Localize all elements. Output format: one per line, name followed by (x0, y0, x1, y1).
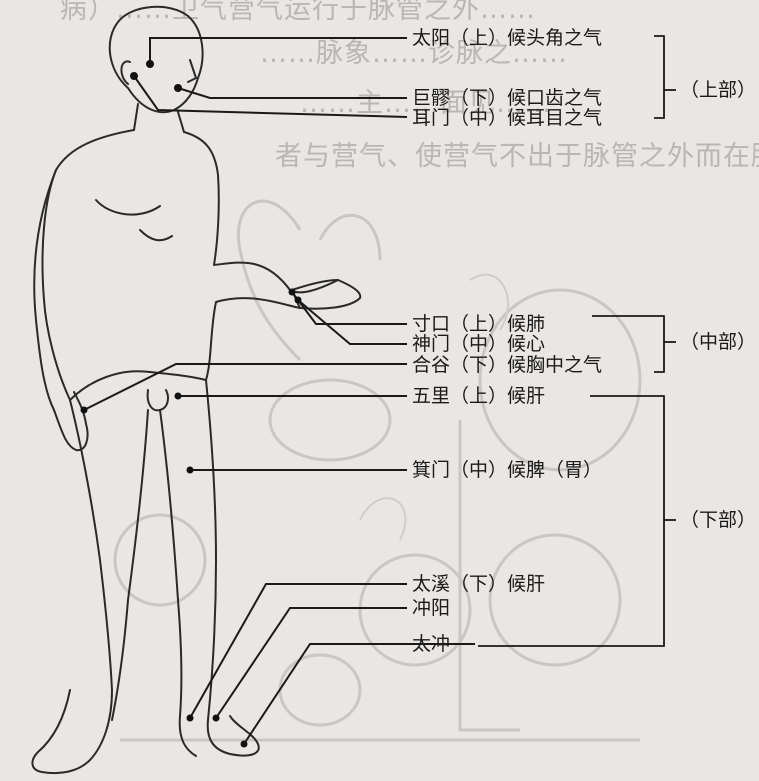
label-taixi: 太溪（下）候肝 (412, 573, 545, 595)
bracket-lower (478, 395, 665, 647)
point-marker-jimen (186, 466, 194, 474)
background-text-line-2: ……脉象……诊脉之…… (260, 38, 568, 69)
point-marker-chongyang (212, 714, 220, 722)
background-text-line-4: 者与营气、使营气不出于脉管之外而在脉管内运行，即 (275, 141, 759, 172)
label-chongyang: 冲阳 (412, 597, 450, 619)
point-marker-ermen (130, 72, 138, 80)
label-taichong: 太冲 (412, 633, 450, 655)
leader-juliao (177, 87, 407, 99)
leader-chongyang (215, 607, 407, 719)
leader-taixi (189, 583, 407, 719)
figure-left-leg (31, 399, 113, 775)
bracket-middle (592, 315, 665, 373)
label-cunkou: 寸口（上）候肺 (412, 313, 545, 335)
figure-face (187, 59, 197, 83)
leader-taichong (243, 643, 475, 745)
point-markers (80, 60, 302, 748)
label-hegu: 合谷（下）候胸中之气 (412, 354, 602, 376)
label-juliao: 巨髎（下）候口齿之气 (412, 87, 602, 109)
label-taiyang: 太阳（上）候头角之气 (412, 27, 602, 49)
background-text-line-3: ……主……面见…… (300, 88, 552, 119)
point-marker-shenmen (294, 296, 302, 304)
leader-hegu (83, 363, 407, 411)
figure-left-arm (33, 169, 89, 452)
leader-ermen (133, 75, 408, 118)
label-wuli: 五里（上）候肝 (412, 385, 545, 407)
group-label-upper: （上部） (680, 79, 756, 101)
leader-shenmen (297, 299, 407, 345)
figure-right-leg-inner (159, 409, 197, 757)
point-marker-juliao (174, 84, 182, 92)
label-jimen: 箕门（中）候脾（胃） (412, 459, 602, 481)
figure-ear (120, 60, 131, 85)
figure-genitals (146, 389, 169, 412)
label-shenmen: 神门（中）候心 (412, 333, 545, 355)
group-label-middle: （中部） (680, 331, 756, 353)
figure-right-leg-outer (205, 379, 260, 757)
point-marker-wuli (174, 392, 182, 400)
group-brackets (478, 35, 676, 647)
point-marker-taichong (240, 740, 248, 748)
leader-taiyang (149, 37, 407, 64)
figure-neck (133, 103, 185, 133)
group-labels: （上部） （中部） （下部） (680, 79, 756, 531)
label-ermen: 耳门（中）候耳目之气 (412, 107, 602, 129)
bracket-upper (654, 35, 665, 119)
figure-inner-left-leg (111, 409, 149, 721)
figure-chest (95, 199, 173, 242)
point-marker-taiyang (146, 60, 154, 68)
background-text-line-1: 病）……卫气营气运行于脉管之外…… (60, 0, 536, 25)
leader-lines (83, 37, 475, 745)
background-organ-illustration (113, 199, 642, 742)
point-labels: 太阳（上）候头角之气 巨髎（下）候口齿之气 耳门（中）候耳目之气 寸口（上）候肺… (412, 27, 602, 655)
figure-pelvis (69, 370, 207, 401)
point-marker-cunkou (288, 288, 296, 296)
point-marker-taixi (186, 714, 194, 722)
background-layer: 病）……卫气营气运行于脉管之外…… ……脉象……诊脉之…… ……主……面见…… … (60, 0, 759, 742)
group-label-lower: （下部） (680, 509, 756, 531)
human-figure (31, 5, 362, 775)
figure-torso-left (41, 129, 135, 401)
point-marker-hegu (80, 406, 88, 414)
